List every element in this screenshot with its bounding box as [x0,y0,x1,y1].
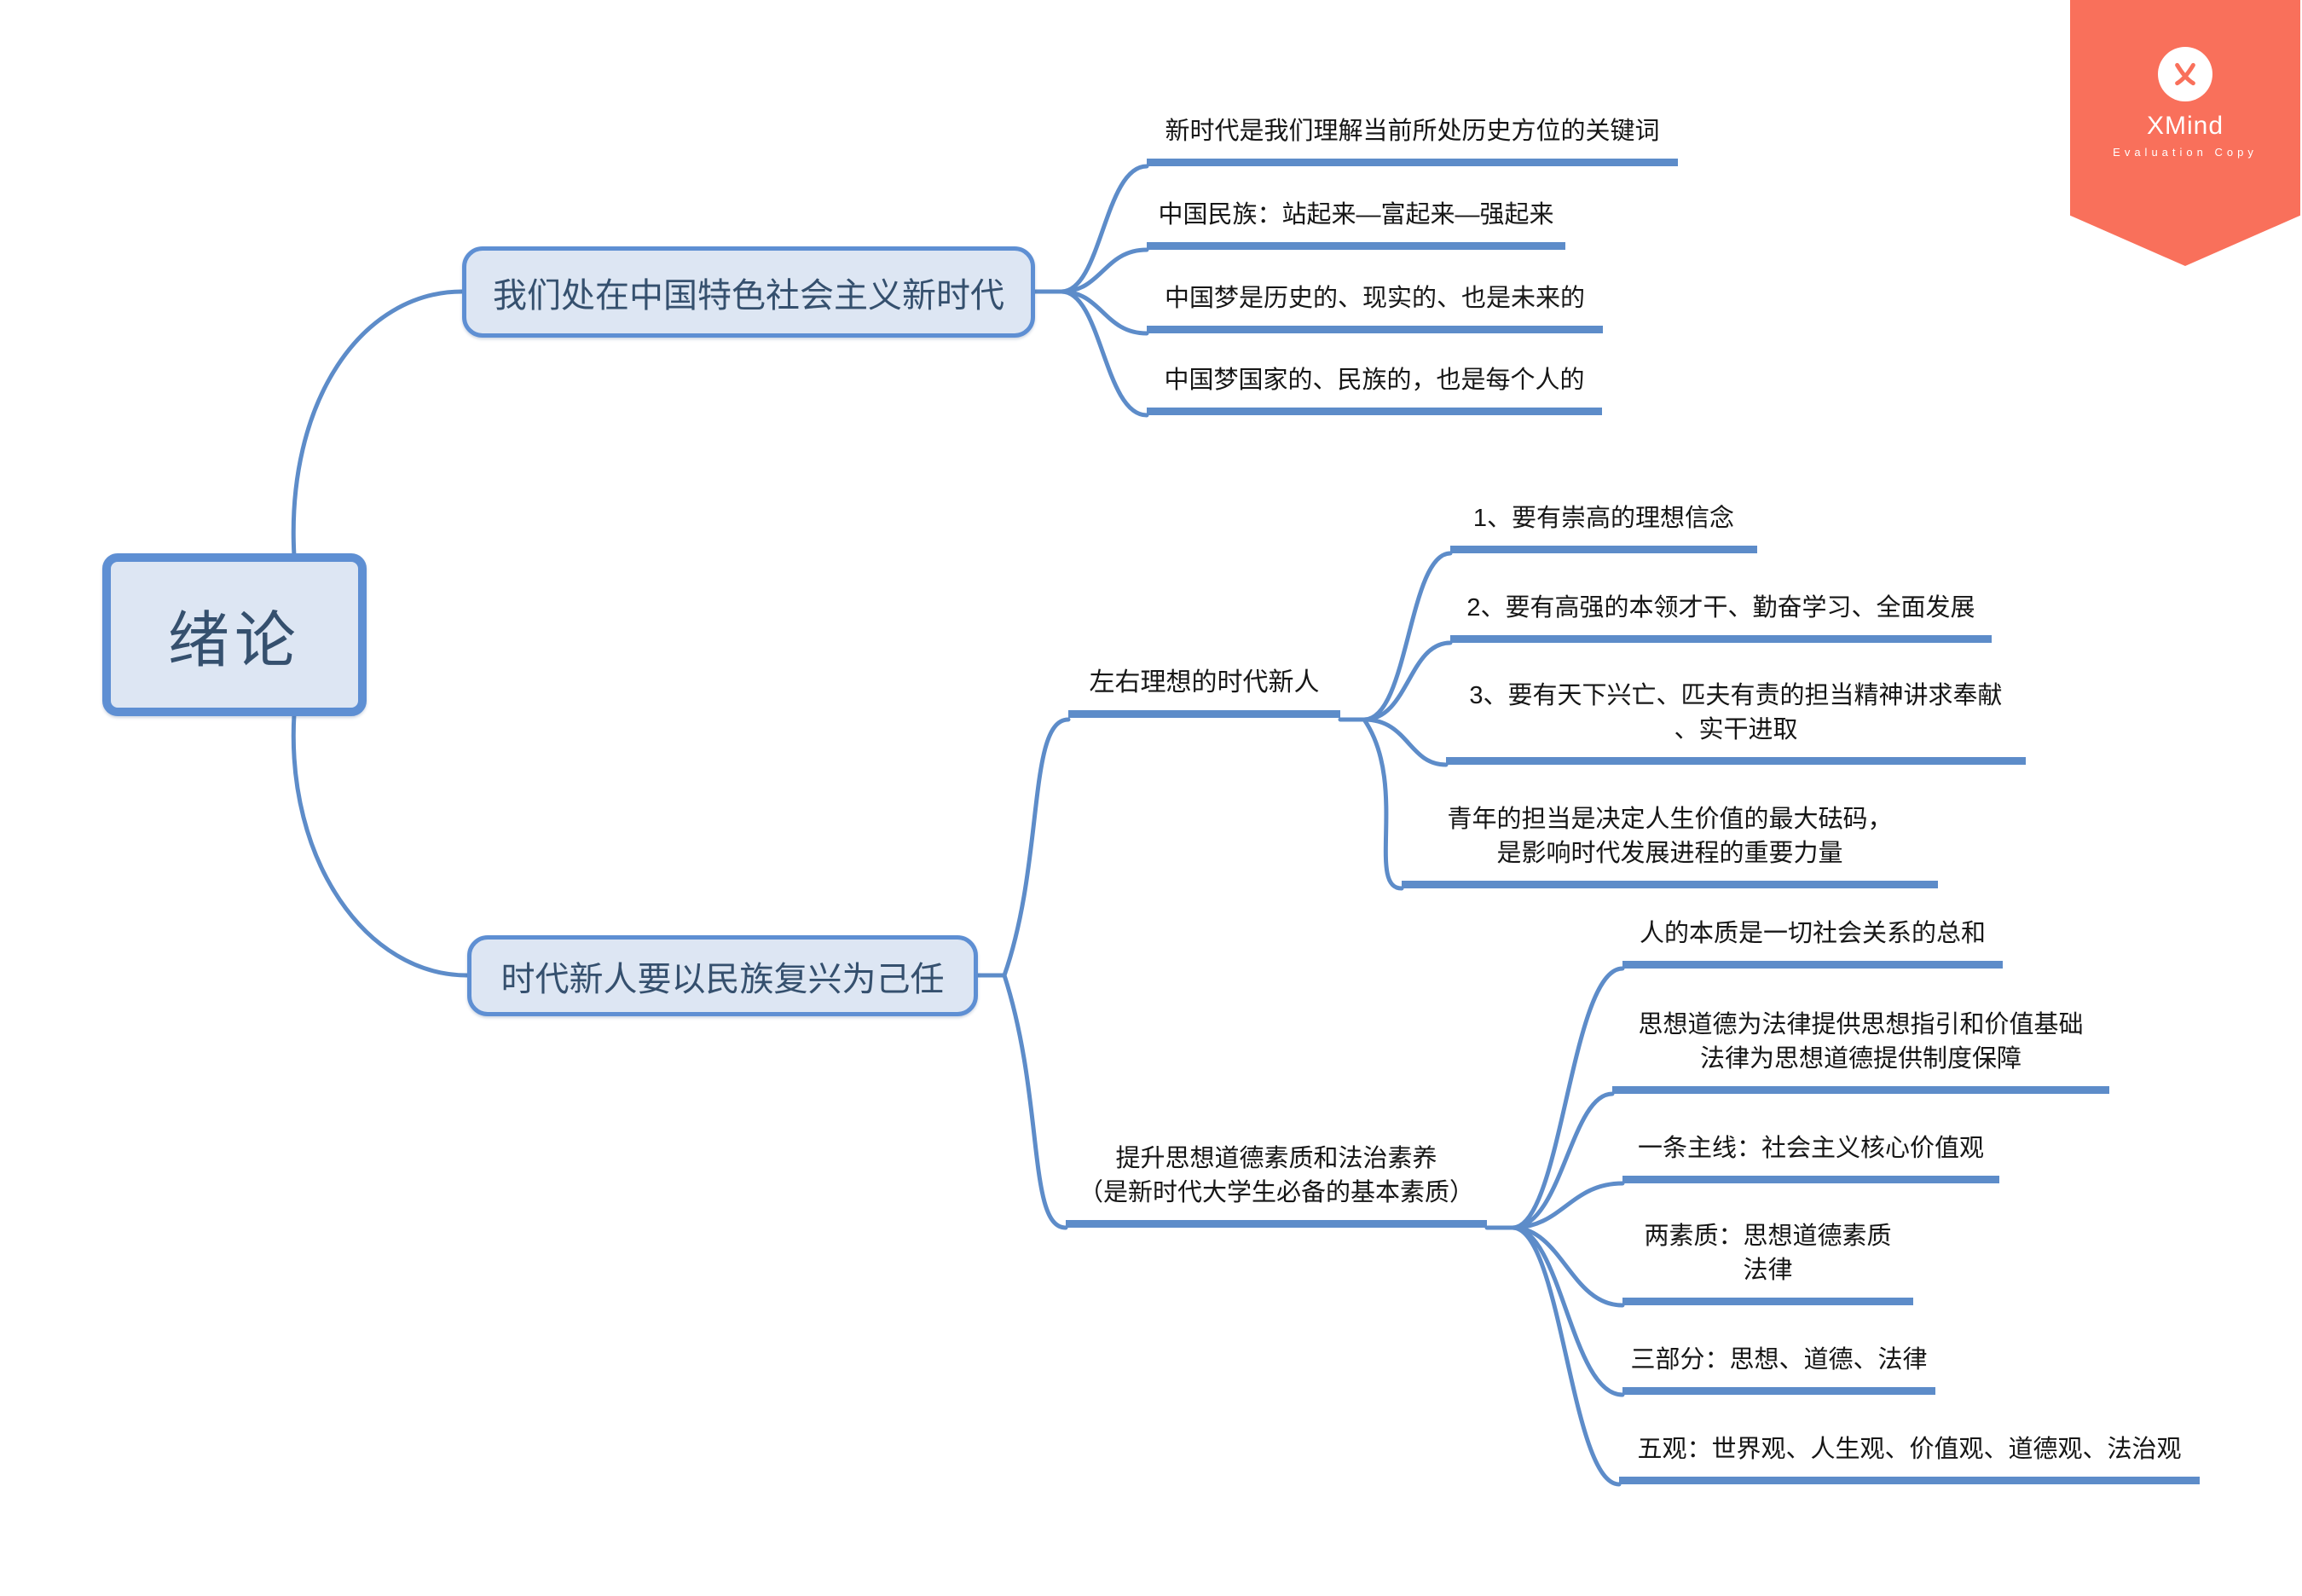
leaf-text: 思想道德为法律提供思想指引和价值基础 [1638,1011,2084,1038]
leaf-topic[interactable]: 两素质：思想道德素质 法律 [1622,1219,1913,1305]
xmind-watermark-banner: XMind Evaluation Copy [2070,0,2300,266]
leaf-topic[interactable]: 五观：世界观、人生观、价值观、道德观、法治观 [1619,1432,2200,1484]
subtopic-text: （是新时代大学生必备的基本素质） [1078,1179,1474,1206]
leaf-text: 三部分：思想、道德、法律 [1630,1346,1928,1373]
branch-topic-new-generation[interactable]: 时代新人要以民族复兴为己任 [467,935,978,1016]
root-topic[interactable]: 绪论 [102,553,367,716]
root-topic-label: 绪论 [167,607,301,675]
watermark-edition-label: Evaluation Copy [2113,146,2258,159]
subtopic-text: 提升思想道德素质和法治素养 [1115,1145,1437,1172]
leaf-text: 新时代是我们理解当前所处历史方位的关键词 [1165,118,1660,145]
leaf-topic[interactable]: 新时代是我们理解当前所处历史方位的关键词 [1147,114,1678,166]
leaf-text: 法律 [1743,1257,1793,1284]
leaf-topic[interactable]: 中国梦国家的、民族的，也是每个人的 [1147,363,1602,415]
leaf-topic[interactable]: 三部分：思想、道德、法律 [1622,1343,1935,1395]
leaf-topic[interactable]: 3、要有天下兴亡、匹夫有责的担当精神讲求奉献 、实干进取 [1446,679,2026,765]
leaf-text: 2、要有高强的本领才干、勤奋学习、全面发展 [1466,594,1975,622]
branch-topic-new-era[interactable]: 我们处在中国特色社会主义新时代 [462,246,1035,338]
branch-topic-label: 我们处在中国特色社会主义新时代 [493,276,1004,315]
leaf-topic[interactable]: 一条主线：社会主义核心价值观 [1622,1131,1999,1183]
leaf-topic[interactable]: 思想道德为法律提供思想指引和价值基础 法律为思想道德提供制度保障 [1612,1008,2109,1094]
xmind-logo-icon [2158,47,2212,101]
leaf-text: 两素质：思想道德素质 [1644,1223,1892,1250]
leaf-text: 3、要有天下兴亡、匹夫有责的担当精神讲求奉献 [1469,682,2003,709]
leaf-text: 一条主线：社会主义核心价值观 [1637,1135,1984,1162]
subtopic-ideal-new-people[interactable]: 左右理想的时代新人 [1068,666,1340,718]
leaf-text: 青年的担当是决定人生价值的最大砝码， [1447,806,1893,833]
leaf-topic[interactable]: 人的本质是一切社会关系的总和 [1622,917,2003,969]
leaf-text: 中国梦是历史的、现实的、也是未来的 [1164,285,1585,312]
leaf-topic[interactable]: 中国梦是历史的、现实的、也是未来的 [1147,281,1603,333]
watermark-app-name: XMind [2146,112,2224,140]
subtopic-text: 左右理想的时代新人 [1089,668,1320,697]
leaf-text: 法律为思想道德提供制度保障 [1699,1045,2021,1073]
leaf-topic[interactable]: 青年的担当是决定人生价值的最大砝码， 是影响时代发展进程的重要力量 [1402,802,1938,888]
leaf-text: 、实干进取 [1674,716,1798,743]
branch-topic-label: 时代新人要以民族复兴为己任 [500,960,945,998]
leaf-topic[interactable]: 2、要有高强的本领才干、勤奋学习、全面发展 [1450,591,1992,643]
leaf-text: 人的本质是一切社会关系的总和 [1639,920,1986,947]
leaf-topic[interactable]: 中国民族：站起来—富起来—强起来 [1147,198,1565,250]
leaf-text: 五观：世界观、人生观、价值观、道德观、法治观 [1637,1436,2182,1463]
leaf-text: 1、要有崇高的理想信念 [1472,505,1735,532]
leaf-text: 中国民族：站起来—富起来—强起来 [1158,201,1554,228]
subtopic-moral-legal-quality[interactable]: 提升思想道德素质和法治素养 （是新时代大学生必备的基本素质） [1066,1142,1487,1228]
leaf-text: 是影响时代发展进程的重要力量 [1496,840,1843,867]
leaf-text: 中国梦国家的、民族的，也是每个人的 [1164,367,1585,394]
leaf-topic[interactable]: 1、要有崇高的理想信念 [1450,501,1757,553]
